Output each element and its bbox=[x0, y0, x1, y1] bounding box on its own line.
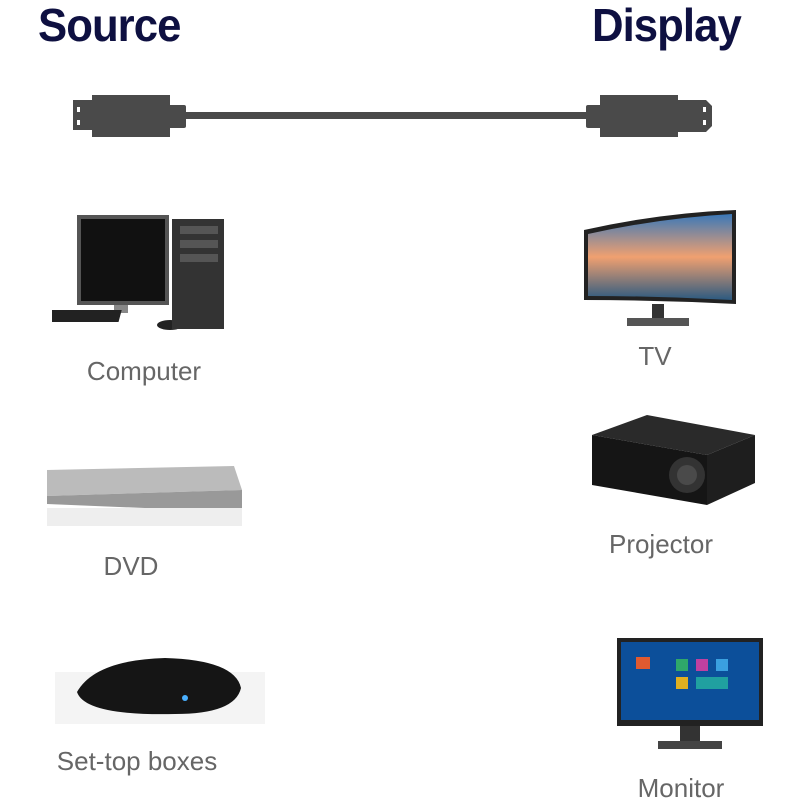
set-top-box-icon bbox=[55, 658, 265, 724]
source-heading: Source bbox=[38, 0, 181, 51]
tv-icon bbox=[584, 210, 736, 326]
computer-icon bbox=[52, 215, 224, 330]
cable-icon bbox=[73, 95, 712, 137]
display-label-tv: TV bbox=[638, 341, 672, 371]
source-label-set-top-boxes: Set-top boxes bbox=[56, 746, 218, 776]
source-label-computer: Computer bbox=[86, 356, 202, 386]
display-label-projector: Projector bbox=[608, 529, 714, 559]
dvd-player-icon bbox=[47, 466, 242, 526]
projector-icon bbox=[592, 415, 755, 505]
display-heading: Display bbox=[592, 0, 742, 51]
source-label-dvd: DVD bbox=[103, 551, 159, 581]
monitor-icon bbox=[617, 638, 763, 749]
display-label-monitor: Monitor bbox=[637, 773, 725, 803]
